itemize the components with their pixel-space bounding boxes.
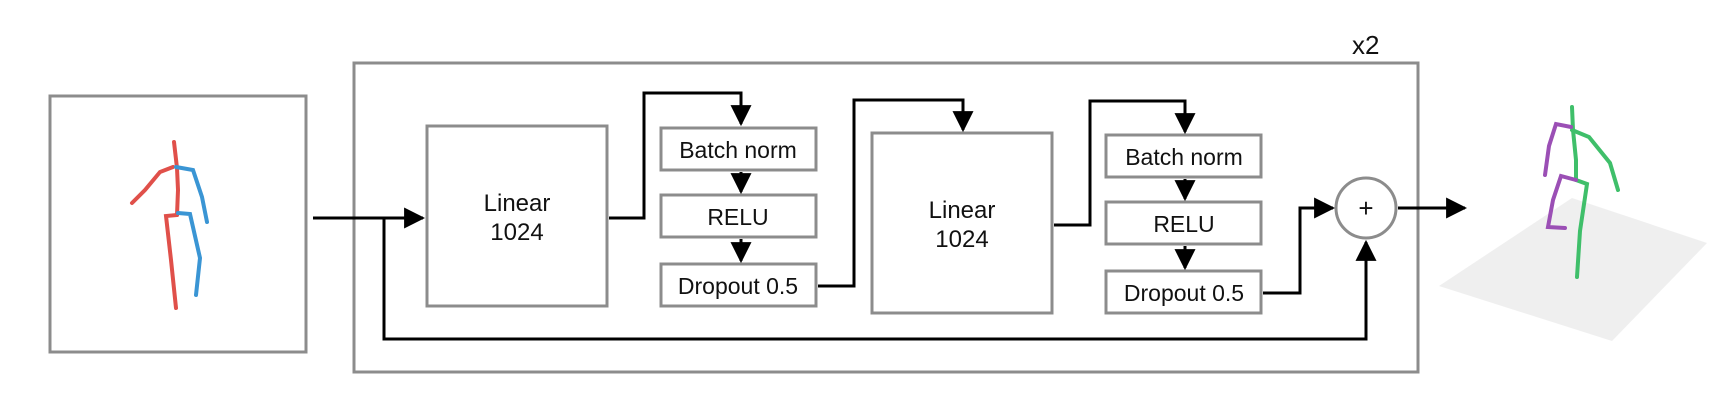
skeleton-2d-left-leg xyxy=(163,213,179,310)
batch-norm-2-label: Batch norm xyxy=(1125,144,1243,170)
linear-layer-1 xyxy=(425,124,609,308)
input-2d-pose-panel xyxy=(48,94,308,354)
linear-layer-2 xyxy=(870,131,1054,315)
dropout-2-label: Dropout 0.5 xyxy=(1124,280,1244,306)
linear-layer-1-units: 1024 xyxy=(490,219,543,246)
skeleton-3d-left-leg xyxy=(1545,173,1578,230)
skeleton-3d-right-arm xyxy=(1570,128,1620,192)
dropout-1-label: Dropout 0.5 xyxy=(678,273,798,299)
skeleton-3d-left-arm xyxy=(1543,121,1573,177)
repeat-count-label: x2 xyxy=(1352,30,1379,60)
sum-symbol: + xyxy=(1358,193,1373,223)
linear-layer-2-title: Linear xyxy=(929,197,996,224)
batch-norm-1 xyxy=(659,126,818,172)
arrow-dropout-2-to-sum xyxy=(1263,197,1336,295)
skeleton-2d-spine xyxy=(172,140,181,217)
dropout-1 xyxy=(659,262,818,308)
dropout-2 xyxy=(1104,269,1263,315)
skeleton-2d-right-leg xyxy=(176,211,203,297)
skeleton-2d-left-arm xyxy=(130,165,175,205)
relu-2 xyxy=(1104,200,1263,246)
skip-connection xyxy=(382,218,1377,341)
relu-1-label: RELU xyxy=(707,204,768,230)
linear-layer-1-title: Linear xyxy=(484,190,551,217)
batch-norm-2 xyxy=(1104,133,1263,179)
ground-plane xyxy=(1439,198,1707,341)
skeleton-3d-right-leg xyxy=(1574,178,1590,279)
relu-2-label: RELU xyxy=(1153,211,1214,237)
arrow-linear-1-to-batch-norm-1 xyxy=(609,91,752,220)
residual-sum-node xyxy=(1334,176,1398,240)
arrow-dropout-1-to-linear-2 xyxy=(818,98,974,288)
skeleton-3d-spine xyxy=(1570,105,1578,182)
batch-norm-1-label: Batch norm xyxy=(679,137,797,163)
skeleton-2d-right-arm xyxy=(174,165,209,224)
skeleton-3d-icon xyxy=(1543,105,1620,279)
linear-layer-2-units: 1024 xyxy=(935,226,988,253)
skeleton-2d-icon xyxy=(130,140,209,310)
relu-1 xyxy=(659,193,818,239)
connections xyxy=(313,91,1468,341)
arrow-linear-2-to-batch-norm-2 xyxy=(1054,99,1196,227)
